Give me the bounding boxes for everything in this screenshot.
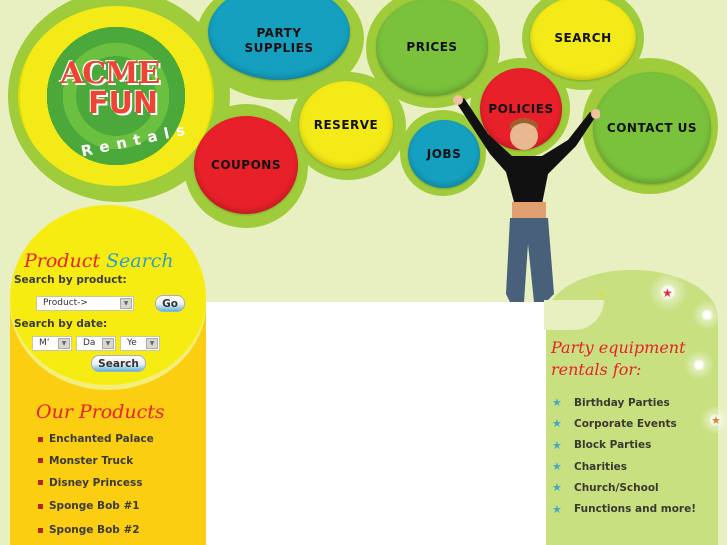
nav-reserve[interactable]: RESERVE xyxy=(299,81,393,169)
dropdown-arrow-icon: ▼ xyxy=(120,298,132,309)
dropdown-arrow-icon: ▼ xyxy=(58,338,70,349)
nav-prices-label: PRICES xyxy=(406,39,458,54)
red-star-icon: ★ xyxy=(662,286,673,300)
sparkle-decoration xyxy=(648,272,688,312)
rental-item: ★ Birthday Parties xyxy=(552,392,696,413)
product-label: Sponge Bob #2 xyxy=(49,524,140,536)
nav-reserve-label: RESERVE xyxy=(313,117,379,132)
rental-item: ★ Corporate Events xyxy=(552,413,696,434)
nav-prices[interactable]: PRICES xyxy=(376,0,488,96)
rentals-title-line1: Party equipment xyxy=(551,338,686,357)
nav-search[interactable]: SEARCH xyxy=(530,0,636,80)
rental-item: ★ Charities xyxy=(552,456,696,477)
rentals-panel xyxy=(544,270,718,545)
bullet-icon xyxy=(38,503,43,509)
day-select[interactable]: Da ▼ xyxy=(76,336,116,351)
star-icon: ★ xyxy=(552,460,562,474)
rentals-list: ★ Birthday Parties ★ Corporate Events ★ Blo… xyxy=(552,392,696,520)
rental-item: ★ Church/School xyxy=(552,477,696,498)
product-item-monster-truck[interactable]: Monster Truck xyxy=(38,450,154,471)
product-label: Sponge Bob #1 xyxy=(49,500,140,512)
product-label: Disney Princess xyxy=(49,476,143,489)
nav-jobs-label: JOBS xyxy=(426,146,462,161)
bullet-icon xyxy=(38,527,43,533)
rental-label: Block Parties xyxy=(574,439,652,452)
rental-label: Charities xyxy=(574,460,628,473)
our-products-title: Our Products xyxy=(36,401,165,423)
nav-party-supplies-label: PARTY SUPPLIES xyxy=(244,26,314,55)
search-by-date-label: Search by date: xyxy=(14,318,108,330)
product-label: Enchanted Palace xyxy=(49,433,154,445)
bullet-icon xyxy=(38,458,43,463)
dropdown-arrow-icon: ▼ xyxy=(146,338,158,349)
star-icon: ★ xyxy=(552,417,562,431)
year-select-value: Ye xyxy=(127,338,137,348)
bullet-icon xyxy=(38,436,43,442)
logo-fun-text: FUN xyxy=(88,86,158,121)
orange-star-icon: ★ xyxy=(711,414,721,427)
logo-rentals-text: Rentals xyxy=(79,119,194,161)
year-select[interactable]: Ye ▼ xyxy=(120,336,160,351)
go-button[interactable]: Go xyxy=(155,295,185,312)
rental-label: Birthday Parties xyxy=(574,396,670,409)
star-icon: ★ xyxy=(552,502,562,516)
main-content-area xyxy=(206,302,546,545)
sparkle-decoration xyxy=(700,405,727,435)
rental-item: ★ Block Parties xyxy=(552,435,696,456)
nav-search-label: SEARCH xyxy=(554,30,612,45)
star-icon: ★ xyxy=(552,481,562,495)
rental-label: Church/School xyxy=(574,481,659,494)
product-item-sponge-bob-1[interactable]: Sponge Bob #1 xyxy=(38,494,154,518)
product-item-sponge-bob-2[interactable]: Sponge Bob #2 xyxy=(38,518,154,542)
search-button[interactable]: Search xyxy=(91,355,146,372)
day-select-value: Da xyxy=(83,338,96,348)
star-icon: ★ xyxy=(552,438,562,452)
rental-label: Functions and more! xyxy=(574,503,697,516)
month-select-value: M‘ xyxy=(39,338,50,348)
nav-coupons[interactable]: COUPONS xyxy=(194,116,298,214)
sparkle-decoration xyxy=(684,350,714,380)
nav-contact-us[interactable]: CONTACT US xyxy=(593,72,711,184)
product-item-enchanted-palace[interactable]: Enchanted Palace xyxy=(38,428,154,450)
product-label: Monster Truck xyxy=(49,454,134,467)
star-icon: ★ xyxy=(552,396,562,410)
rental-label: Corporate Events xyxy=(574,417,677,430)
acme-fun-rentals-logo[interactable]: ACME FUN Rentals xyxy=(18,6,214,186)
sparkle-decoration xyxy=(692,300,722,330)
dropdown-arrow-icon: ▼ xyxy=(102,338,114,349)
title-word-product: Product xyxy=(24,250,100,272)
rentals-panel-title: Party equipment rentals for: xyxy=(551,337,686,381)
logo-acme-text: ACME xyxy=(60,56,160,91)
product-item-disney-princess[interactable]: Disney Princess xyxy=(38,471,154,494)
rentals-title-line2: rentals for: xyxy=(551,360,642,379)
product-select[interactable]: Product-> ▼ xyxy=(36,296,134,311)
product-list: Enchanted Palace Monster Truck Disney Pr… xyxy=(38,428,154,542)
nav-coupons-label: COUPONS xyxy=(211,157,281,172)
title-word-search: Search xyxy=(106,250,174,272)
jumping-kid-image xyxy=(453,95,600,315)
month-select[interactable]: M‘ ▼ xyxy=(32,336,72,351)
nav-party-supplies[interactable]: PARTY SUPPLIES xyxy=(208,0,350,80)
nav-contact-us-label: CONTACT US xyxy=(606,120,698,135)
nav-jobs[interactable]: JOBS xyxy=(408,120,480,188)
search-by-product-label: Search by product: xyxy=(14,274,127,286)
bullet-icon xyxy=(38,480,43,485)
product-select-value: Product-> xyxy=(43,298,88,308)
product-search-title: Product Search xyxy=(24,250,174,272)
nav-policies-label: POLICIES xyxy=(488,101,554,116)
rental-item: ★ Functions and more! xyxy=(552,498,696,519)
